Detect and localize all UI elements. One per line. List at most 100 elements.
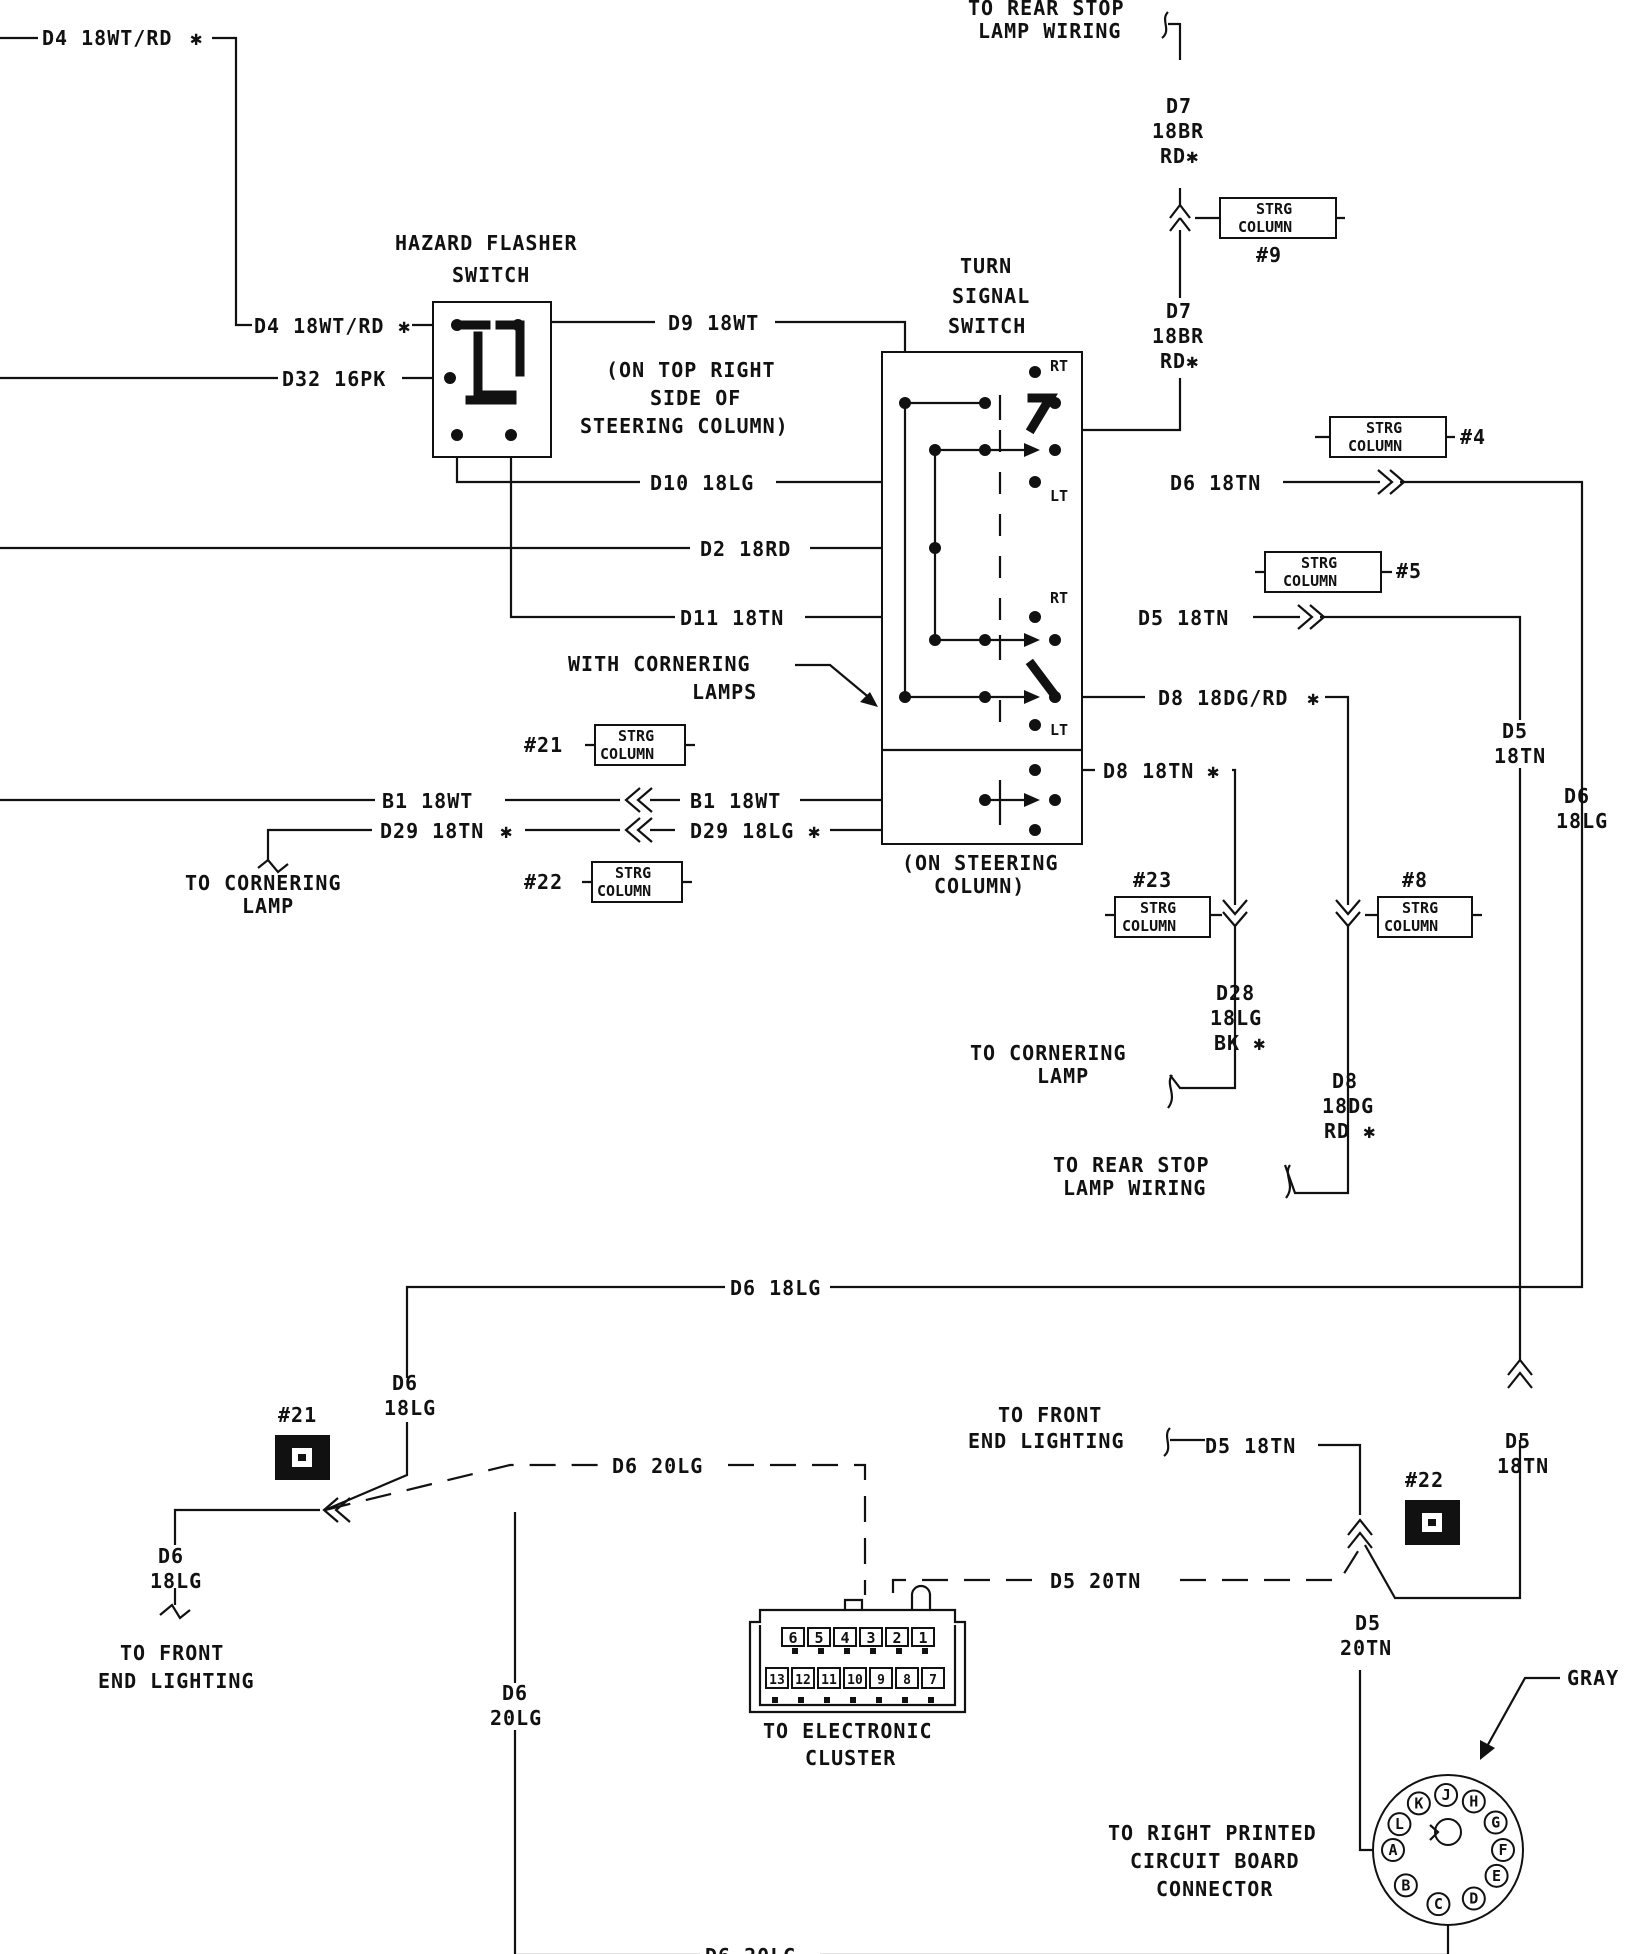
strg-connector-5: STRG COLUMN #5 — [1255, 551, 1421, 630]
cluster-latch — [843, 1584, 932, 1610]
contact-arrow — [1024, 690, 1040, 704]
connector-id-9: #9 — [1256, 243, 1282, 267]
cluster-pin-cell — [911, 1627, 935, 1647]
cluster-pin-cell — [807, 1627, 831, 1647]
stack-d5-mid-2: 18TN — [1497, 1454, 1549, 1478]
pcb-pin — [1387, 1812, 1412, 1837]
cluster-housing — [748, 1608, 967, 1714]
stack-d6-right-2: 18LG — [1556, 809, 1608, 833]
pcb-pin-label: A — [1388, 1841, 1397, 1859]
pcb-pin — [1381, 1838, 1405, 1862]
cluster-pin-cell — [833, 1627, 857, 1647]
stack-d7-upper-3: RD✱ — [1160, 144, 1199, 168]
switch-blade-lower — [1025, 658, 1060, 700]
cluster-pin-dots — [772, 1648, 934, 1703]
contact-arrow — [1024, 443, 1040, 457]
hazard-note-3: STEERING COLUMN) — [580, 414, 789, 438]
hazard-terminal — [505, 429, 517, 441]
ground-id-21: #21 — [278, 1403, 317, 1427]
label-d8-18tn: D8 18TN — [1103, 759, 1194, 783]
cluster-pin-cell — [859, 1627, 883, 1647]
connector-box — [1264, 551, 1382, 593]
label-d29-right-star: ✱ — [808, 819, 821, 843]
hazard-title-2: SWITCH — [452, 263, 530, 287]
cluster-pin-cell — [791, 1667, 815, 1689]
cluster-pin-label: 11 — [821, 1673, 837, 1688]
cluster-pin-cell — [869, 1667, 893, 1689]
cluster-pin-label: 6 — [788, 1629, 797, 1647]
connector-chevron — [1222, 899, 1248, 928]
stack-d7-lower-2: 18BR — [1152, 324, 1204, 348]
connector-column: COLUMN — [1238, 218, 1292, 236]
pcb-pin-label: G — [1491, 1814, 1500, 1832]
label-d29-left: D29 18TN — [380, 819, 484, 843]
ground-connector-22: #22 — [1405, 1468, 1460, 1545]
gray-leader-arrow — [1480, 1740, 1495, 1760]
dest-rear-stop-lower-1: TO REAR STOP — [1053, 1153, 1210, 1177]
connector-chevron — [1169, 204, 1191, 232]
stack-d8-lower-3: RD ✱ — [1324, 1119, 1376, 1143]
cluster-pin-cell — [765, 1667, 789, 1689]
cluster-pin-label: 4 — [840, 1629, 849, 1647]
dest-cluster-2: CLUSTER — [805, 1746, 896, 1770]
cluster-pin-label: 2 — [892, 1629, 901, 1647]
cluster-pin-label: 3 — [866, 1629, 875, 1647]
label-d4-top: D4 18WT/RD — [42, 26, 172, 50]
pcb-pin — [1483, 1810, 1508, 1835]
stack-d6-20lg-2: 20LG — [490, 1706, 542, 1730]
connector-id-8: #8 — [1402, 868, 1428, 892]
label-d32: D32 16PK — [282, 367, 386, 391]
break-mark — [257, 858, 289, 874]
wire-d29 — [266, 828, 1030, 860]
pcb-connector-key — [1434, 1818, 1462, 1846]
wire-d5-18tn — [1253, 615, 1522, 1600]
wire-d5-front — [1318, 1443, 1362, 1515]
contact-arrow — [1024, 793, 1040, 807]
dest-front-end-right-1: TO FRONT — [998, 1403, 1102, 1427]
label-d11: D11 18TN — [680, 606, 784, 630]
connector-chevron — [322, 1497, 351, 1523]
pcb-connector-key-notch — [1429, 1824, 1440, 1841]
connector-box — [591, 861, 683, 903]
wire-labels: D4 18WT/RD ✱ D4 18WT/RD ✱ D9 18WT D32 16… — [42, 26, 1319, 1954]
stacked-labels: D7 18BR RD✱ D7 18BR RD✱ D5 18TN D6 18LG … — [150, 94, 1608, 1730]
ground-pin — [1428, 1519, 1436, 1526]
cluster-pin-label: 12 — [795, 1673, 811, 1688]
cluster-pin-cell — [885, 1627, 909, 1647]
pcb-pin — [1491, 1838, 1515, 1862]
strg-connector-8: STRG COLUMN #8 — [1335, 868, 1482, 938]
dest-gray: GRAY — [1567, 1666, 1619, 1690]
stack-d5-right-2: 18TN — [1494, 744, 1546, 768]
wire-d6-18lg-down — [324, 1422, 409, 1512]
stack-d6-mid-2: 18LG — [384, 1396, 436, 1420]
strg-connector-9: STRG COLUMN #9 — [1169, 197, 1345, 267]
contact-arrow — [1024, 633, 1040, 647]
cluster-housing-inner — [758, 1625, 957, 1707]
break-mark — [159, 1603, 191, 1620]
cluster-pin-label: 1 — [918, 1629, 927, 1647]
wire-d6-left — [173, 1508, 320, 1605]
cluster-pin-cell — [921, 1667, 945, 1689]
label-d5-18tn: D5 18TN — [1138, 606, 1229, 630]
wires — [0, 23, 1584, 1954]
stack-d7-upper-2: 18BR — [1152, 119, 1204, 143]
connector-strg: STRG — [1366, 419, 1402, 437]
ground-connector-21: #21 — [275, 1403, 330, 1480]
pcb-pin — [1484, 1863, 1509, 1888]
dest-rear-stop-lower-2: LAMP WIRING — [1063, 1176, 1206, 1200]
destinations: TO REAR STOP LAMP WIRING TO CORNERING LA… — [98, 0, 1619, 1901]
stack-d7-upper-1: D7 — [1166, 94, 1192, 118]
pcb-pin — [1393, 1873, 1418, 1898]
cornering-leader-arrow — [860, 692, 878, 707]
label-b1-right: B1 18WT — [690, 789, 781, 813]
stack-d6-mid-1: D6 — [392, 1371, 418, 1395]
turn-title-1: TURN — [960, 254, 1012, 278]
label-b1-left: B1 18WT — [382, 789, 473, 813]
label-d4-top-star: ✱ — [190, 26, 203, 50]
hazard-terminal — [444, 372, 456, 384]
cornering-note-1: WITH CORNERING — [568, 652, 751, 676]
switch-rt-lower: RT — [1050, 589, 1068, 607]
cluster-pin-cell — [781, 1627, 805, 1647]
